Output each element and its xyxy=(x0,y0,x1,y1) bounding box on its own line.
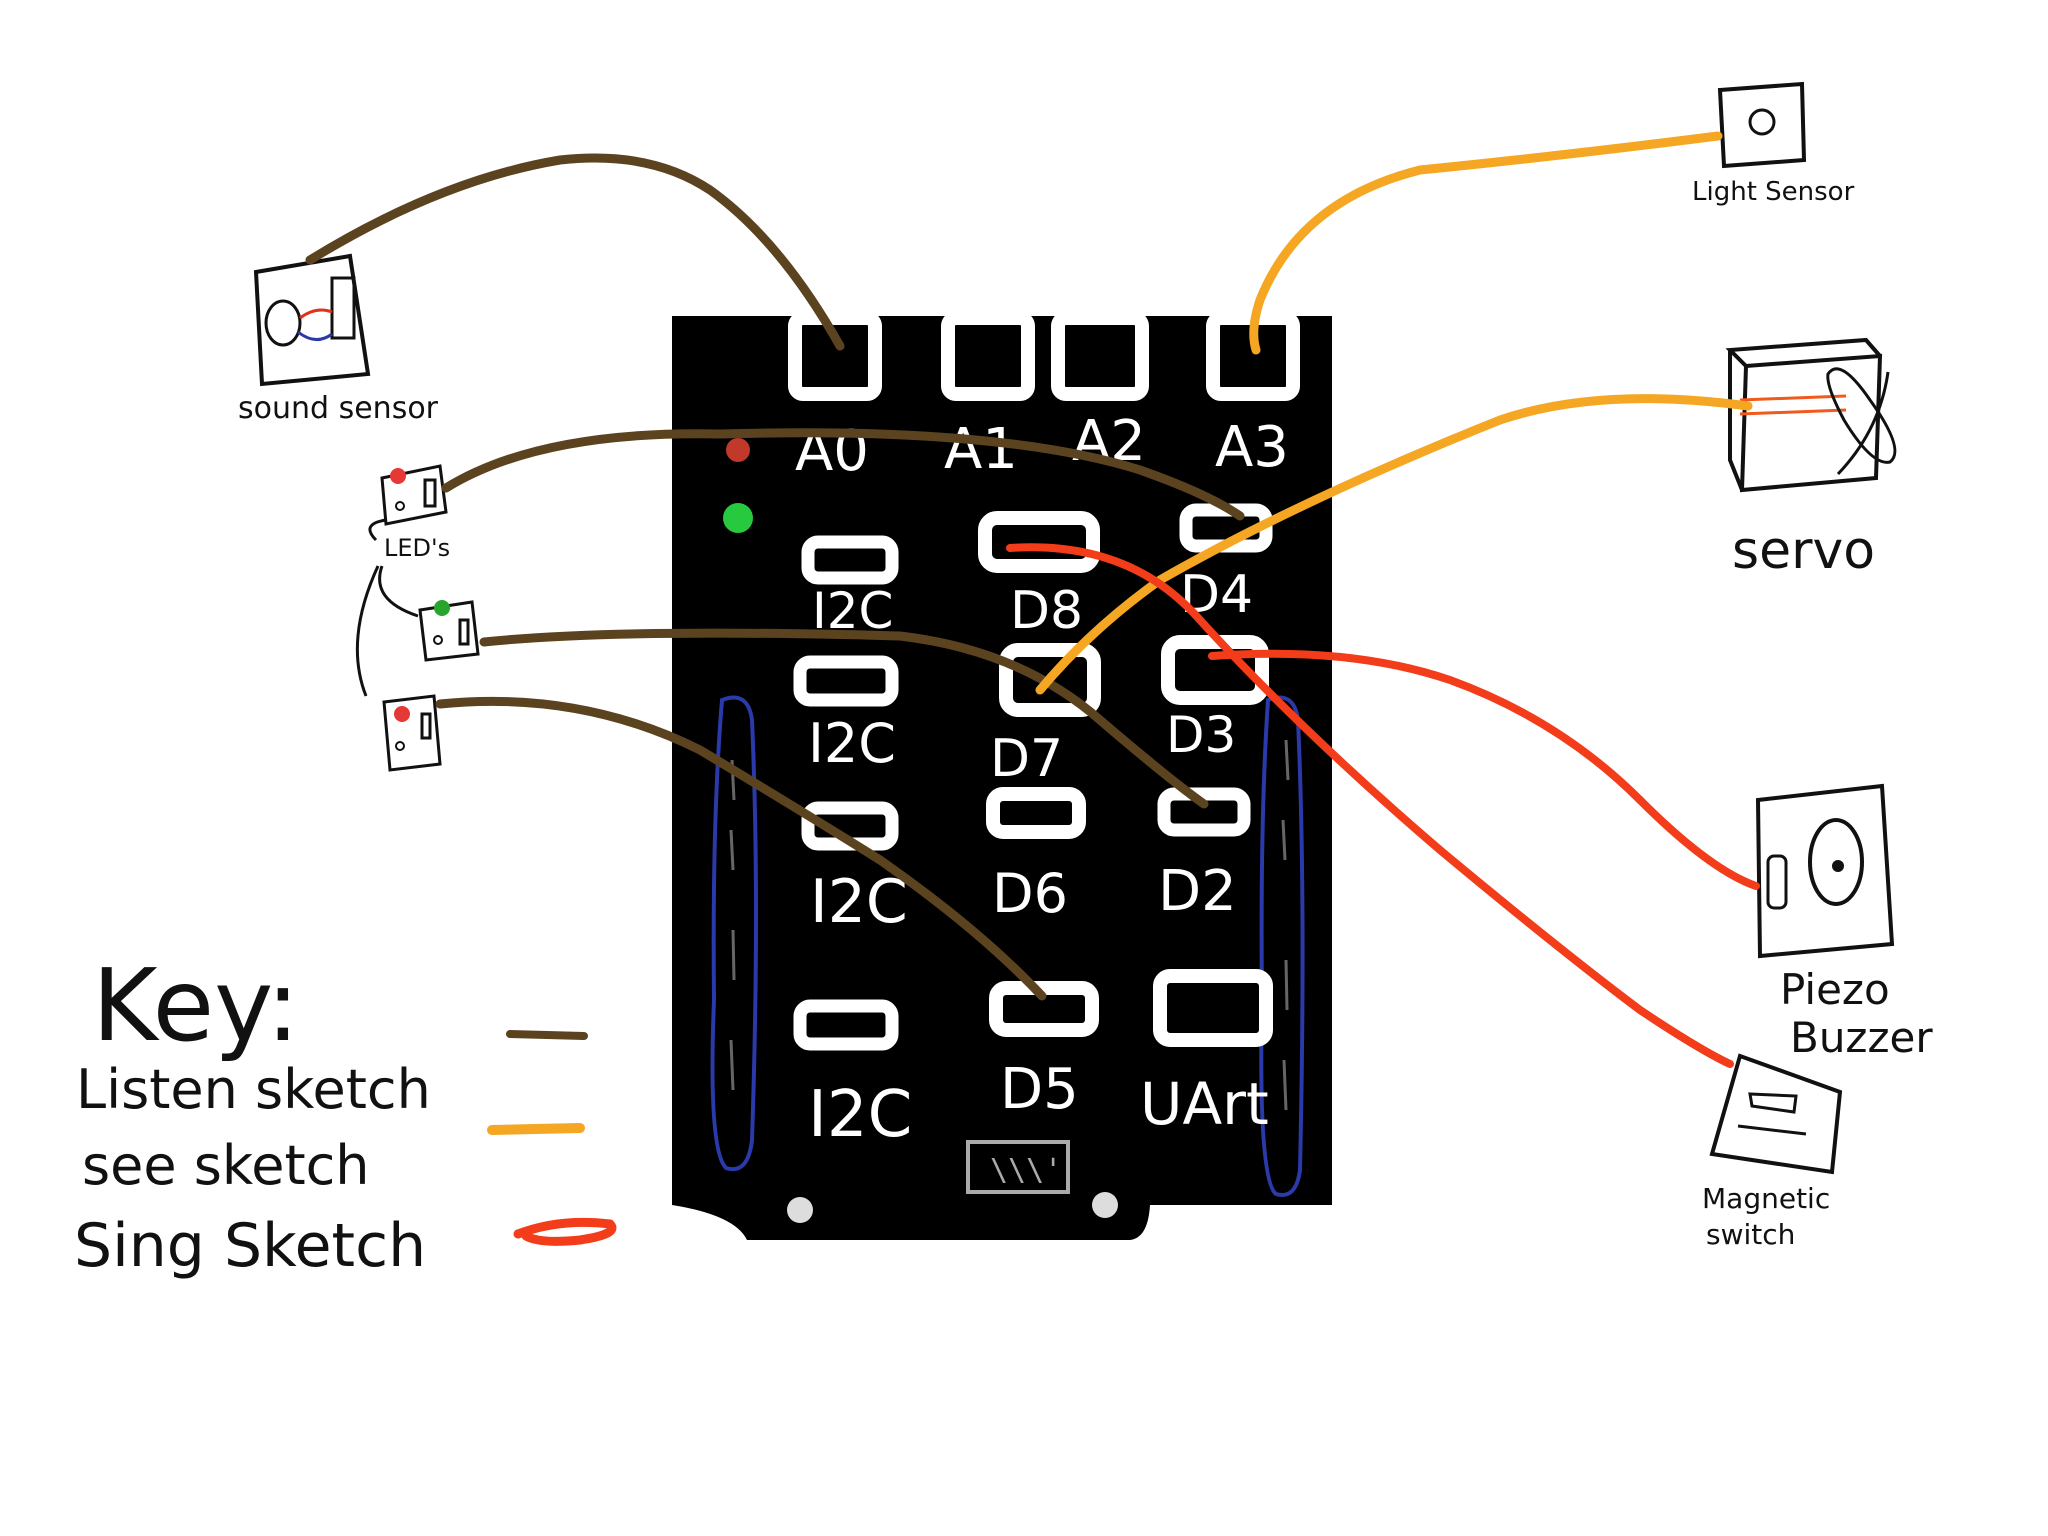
piezo-buzzer-label-line1: Piezo xyxy=(1780,965,1890,1014)
status-led-red xyxy=(726,438,750,462)
legend-label-sing-sketch: Sing Sketch xyxy=(74,1211,426,1281)
port-label-i2c-3: I2C xyxy=(810,867,908,937)
legend: Key: Listen sketch see sketch Sing Sketc… xyxy=(74,947,617,1281)
port-i2c-4-socket xyxy=(793,999,899,1051)
sound-sensor: sound sensor xyxy=(238,253,439,426)
leds-label: LED's xyxy=(384,534,450,562)
port-i2c-2-socket xyxy=(793,655,899,707)
port-uart-socket xyxy=(1153,969,1273,1047)
legend-label-listen-sketch: Listen sketch xyxy=(76,1058,431,1121)
port-label-d8: D8 xyxy=(1010,581,1083,641)
wire-led2-d2 xyxy=(479,628,1209,809)
legend-swatch-sing xyxy=(513,1217,617,1246)
see-sketch-wires xyxy=(1035,131,1753,695)
wire-light-sensor-a3 xyxy=(1249,131,1723,355)
port-label-d7: D7 xyxy=(990,729,1063,789)
port-label-d6: D6 xyxy=(992,862,1068,925)
wire-sound-sensor-a0 xyxy=(305,153,845,351)
magnetic-switch: Magnetic switch xyxy=(1702,1053,1843,1251)
servo-label: servo xyxy=(1732,521,1875,581)
port-label-uart: UArt xyxy=(1140,1070,1269,1138)
wire-servo-d7 xyxy=(1035,394,1753,695)
port-label-a1: A1 xyxy=(944,417,1018,482)
port-label-i2c-2: I2C xyxy=(808,712,896,775)
wire-magnetic-switch-d8 xyxy=(1006,543,1734,1068)
port-d2-socket xyxy=(1157,787,1251,837)
wire-piezo-d3 xyxy=(1208,649,1760,890)
port-a0-socket xyxy=(788,311,882,401)
legend-swatch-see xyxy=(487,1123,585,1135)
magnetic-switch-label-line1: Magnetic xyxy=(1702,1182,1830,1215)
legend-title: Key: xyxy=(92,947,300,1064)
listen-sketch-wires xyxy=(305,153,1245,1001)
light-sensor-label: Light Sensor xyxy=(1692,177,1855,207)
legend-swatch-listen xyxy=(506,1030,588,1040)
sing-sketch-wires xyxy=(1006,543,1760,1068)
led-modules: LED's xyxy=(355,464,480,772)
digital-port-column-middle: D8 D7 D6 D5 xyxy=(978,511,1101,1122)
wire-led3-d5 xyxy=(435,696,1047,1001)
port-label-d3: D3 xyxy=(1166,706,1236,764)
port-d8-socket xyxy=(978,511,1100,573)
port-d6-socket xyxy=(986,787,1086,839)
sound-sensor-label: sound sensor xyxy=(238,391,439,426)
port-label-i2c-4: I2C xyxy=(808,1078,912,1152)
port-label-d2: D2 xyxy=(1158,859,1237,924)
servo: servo xyxy=(1725,337,1897,581)
magnetic-switch-label-line2: switch xyxy=(1706,1218,1795,1251)
port-d5-socket xyxy=(989,981,1099,1037)
wire-led1-d4 xyxy=(441,428,1245,521)
port-i2c-1-socket xyxy=(801,535,899,585)
port-a2-socket xyxy=(1051,311,1149,401)
svg-text:\\\': \\\' xyxy=(990,1153,1062,1188)
port-d7-socket xyxy=(999,643,1101,717)
legend-label-see-sketch: see sketch xyxy=(82,1134,370,1197)
piezo-buzzer-label-line2: Buzzer xyxy=(1790,1013,1933,1062)
piezo-buzzer: Piezo Buzzer xyxy=(1755,783,1933,1062)
port-label-a3: A3 xyxy=(1215,415,1289,480)
port-a1-socket xyxy=(941,311,1035,401)
port-label-d5: D5 xyxy=(1000,1057,1079,1122)
status-led-green xyxy=(723,503,753,533)
light-sensor: Light Sensor xyxy=(1692,81,1855,207)
